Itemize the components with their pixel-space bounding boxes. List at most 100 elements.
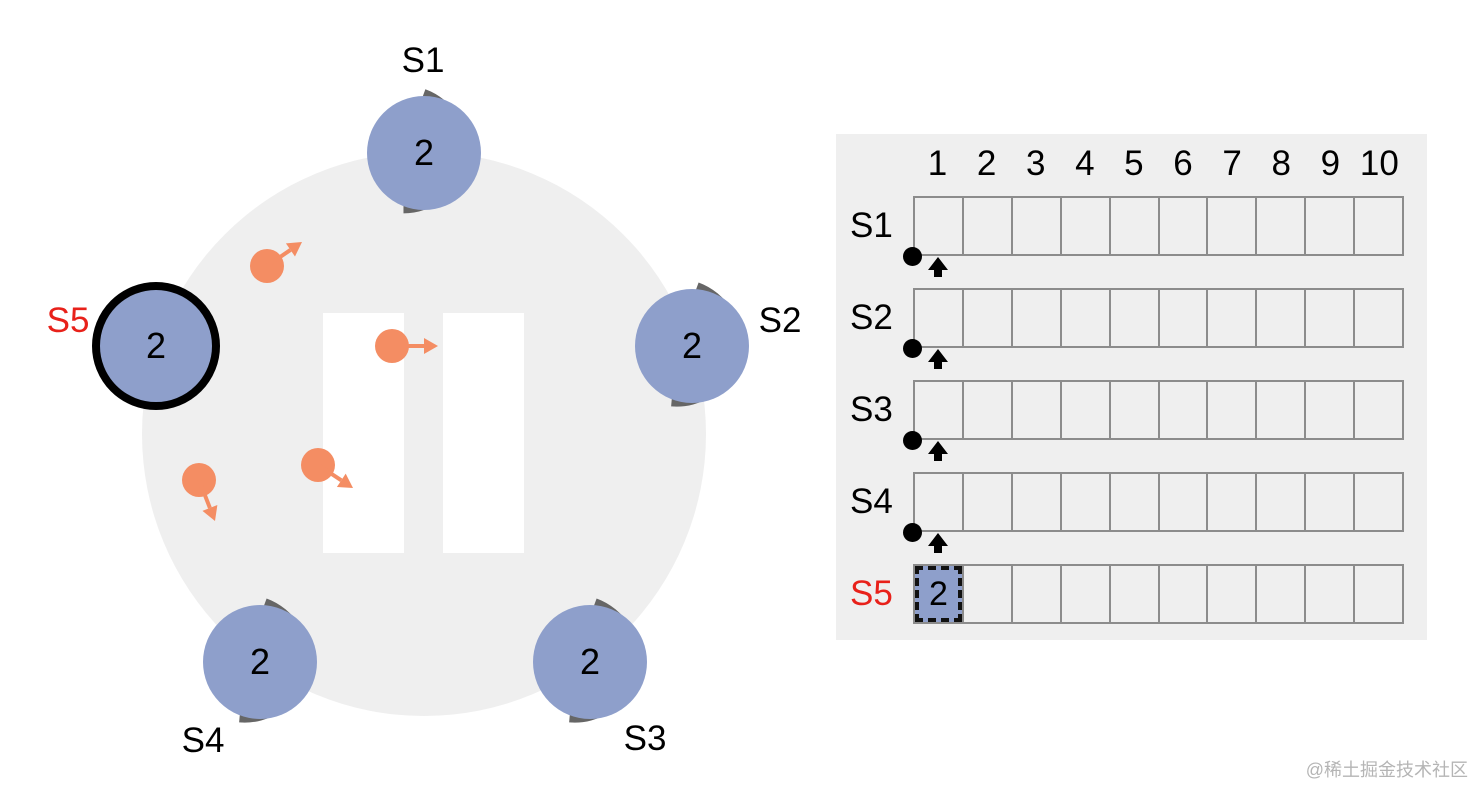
log-row-label: S1	[850, 206, 893, 245]
commit-index-dot	[903, 339, 922, 358]
log-cell	[1304, 472, 1354, 532]
log-cell	[1059, 288, 1109, 348]
next-index-arrow	[928, 349, 948, 369]
message-shaft	[265, 248, 292, 268]
log-index-header: 7	[1222, 144, 1242, 183]
server-label: S3	[624, 719, 667, 758]
log-cell	[1059, 196, 1109, 256]
log-cell	[1206, 288, 1256, 348]
log-cell	[1059, 380, 1109, 440]
log-cell	[1108, 472, 1158, 532]
log-row-label: S4	[850, 482, 893, 521]
log-index-header: 9	[1320, 144, 1341, 183]
log-cell	[961, 380, 1011, 440]
log-cell	[913, 288, 962, 348]
log-cell	[1206, 380, 1256, 440]
message-shaft	[316, 463, 343, 482]
log-cell	[1304, 288, 1354, 348]
log-cell	[1010, 564, 1060, 624]
log-index-header: 4	[1075, 144, 1095, 183]
message-arrowhead	[202, 505, 218, 521]
log-cell	[1108, 288, 1158, 348]
vote-message	[375, 329, 438, 363]
vote-message	[301, 448, 353, 488]
log-cell	[1010, 472, 1060, 532]
log-cell	[961, 564, 1011, 624]
next-index-arrow	[928, 533, 948, 553]
log-cell	[961, 196, 1011, 256]
log-index-header: 1	[927, 144, 948, 183]
log-row-s1	[913, 196, 1405, 256]
log-row-label: S2	[850, 298, 893, 337]
log-cell	[1108, 196, 1158, 256]
log-cell	[1157, 196, 1207, 256]
log-cell	[961, 472, 1011, 532]
log-cell	[1304, 380, 1354, 440]
log-cell	[1353, 472, 1405, 532]
message-shaft	[197, 479, 212, 509]
server-circle	[367, 96, 481, 210]
log-cell	[1353, 196, 1405, 256]
log-row-label: S3	[850, 390, 893, 429]
server-term: 2	[146, 325, 166, 366]
commit-index-dot	[903, 247, 922, 266]
server-node-s2: 2 S2	[635, 282, 802, 407]
log-cell	[1157, 564, 1207, 624]
vote-message	[250, 242, 302, 283]
server-label: S1	[402, 41, 445, 80]
commit-index-dot	[903, 523, 922, 542]
server-label: S4	[182, 721, 225, 760]
log-row-label: S5	[850, 574, 893, 613]
log-index-header: 2	[976, 144, 997, 183]
vote-message	[182, 463, 218, 521]
log-cell	[1353, 564, 1405, 624]
log-panel	[836, 134, 1427, 640]
server-label: S5	[47, 301, 90, 340]
log-cell	[1255, 564, 1305, 624]
server-label: S2	[759, 301, 802, 340]
log-cell	[913, 196, 962, 256]
log-row-s4	[913, 472, 1405, 532]
server-circle	[92, 282, 220, 410]
log-cell	[1059, 472, 1109, 532]
server-term: 2	[250, 641, 270, 682]
log-cell	[1157, 288, 1207, 348]
log-cell	[1255, 288, 1305, 348]
log-index-header: 10	[1359, 144, 1399, 183]
log-index-header: 3	[1025, 144, 1046, 183]
log-cell	[1108, 380, 1158, 440]
server-term: 2	[414, 132, 434, 173]
log-cell	[1108, 564, 1158, 624]
log-cell	[1059, 564, 1109, 624]
log-index-header: 6	[1173, 144, 1193, 183]
log-cell	[1304, 564, 1354, 624]
commit-index-dot	[903, 431, 922, 450]
log-cell	[1010, 288, 1060, 348]
cluster-background	[142, 152, 706, 716]
log-cell	[1010, 196, 1060, 256]
log-cell	[1206, 564, 1256, 624]
log-cell	[1157, 472, 1207, 532]
log-cell	[1206, 196, 1256, 256]
message-arrowhead	[285, 242, 302, 257]
log-cell	[913, 472, 962, 532]
server-node-s3: 2S3	[533, 598, 667, 758]
log-row-s5: 2	[913, 564, 1405, 624]
log-cell	[913, 380, 962, 440]
log-cell	[1157, 380, 1207, 440]
server-circle	[533, 605, 647, 719]
message-arrowhead	[336, 473, 353, 488]
log-cell: 2	[913, 564, 962, 624]
log-cell	[1353, 380, 1405, 440]
server-circle	[635, 289, 749, 403]
server-term: 2	[682, 325, 702, 366]
pause-bar-right	[443, 313, 524, 553]
server-node-s4: 2S4	[182, 598, 317, 760]
log-index-header: 8	[1271, 144, 1291, 183]
log-cell	[1353, 288, 1405, 348]
log-cell	[1255, 196, 1305, 256]
watermark: @稀土掘金技术社区	[1305, 760, 1468, 780]
next-index-arrow	[928, 441, 948, 461]
server-node-s5: 2 S5	[47, 282, 220, 410]
